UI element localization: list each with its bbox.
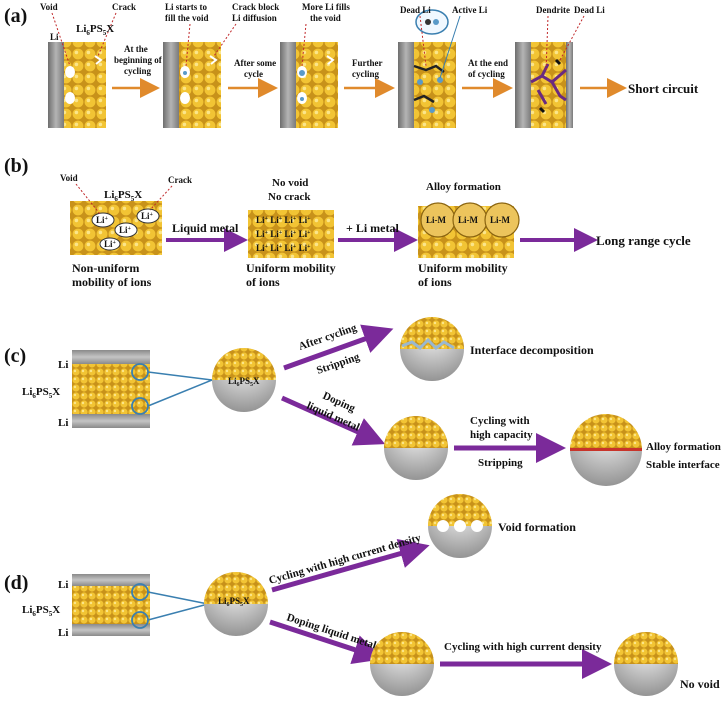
a-crack-label: Crack [112,2,136,12]
panel-a-cell-2 [163,42,221,128]
a-dendrite-label: Dendrite [536,5,570,15]
b2-li-ions-row-2: Li+ Li+ Li+ Li+ [256,229,311,239]
panel-c-sphere [212,348,276,412]
panel-b-label: (b) [4,155,28,177]
b-nonuniform-line1: Non-uniform [72,261,139,275]
b-long-range-label: Long range cycle [596,233,691,248]
panel-d-sphere [204,572,268,636]
a-step2-line1: After some [234,58,276,68]
b1-li-ion-4: Li+ [104,239,117,249]
panel-a-cell-5 [515,42,573,128]
d-cycling-high-label: Cycling with high current density [268,532,423,587]
c-alloy-label: Alloy formation [646,441,721,453]
a-crack-block-line1: Crack block [232,2,279,12]
b2-li-ions-row-1: Li+ Li+ Li+ Li+ [256,215,311,225]
a-step2-line2: cycle [244,69,263,79]
c-cycling-high-line2: high capacity [470,429,533,441]
b1-li-ion-1: Li+ [96,215,109,225]
d-cycling-high2-label: Cycling with high current density [444,641,602,653]
b-electrolyte-label: Li6PS5X [104,189,142,203]
a-step3-top-line1: More Li fills [302,2,350,12]
b-void-label: Void [60,173,78,183]
a-step1-line1: At the [124,44,148,54]
b-liquid-metal-label: Liquid metal [172,221,239,235]
a-step3-line1: Further [352,58,383,68]
b-li-m-3: Li-M [490,215,511,225]
a-step2-top-line2: fill the void [165,13,209,23]
panel-a-label: (a) [4,5,27,27]
d-no-void-label: No void [680,677,720,691]
c-stable-label: Stable interface [646,459,720,471]
d-electrolyte-label: Li6PS5X [22,604,60,618]
panel-c-label: (c) [4,345,26,367]
c-after-cycling-label: After cycling [297,322,359,353]
a-step1-line3: cycling [124,66,151,76]
d-li-bottom-label: Li [58,627,68,639]
b1-li-ion-2: Li+ [119,225,132,235]
c-li-bottom-label: Li [58,417,68,429]
b-uniform2-line2: of ions [418,275,452,289]
b-crack-label: Crack [168,175,192,185]
panel-d-label: (d) [4,572,28,594]
a-li-label: Li [50,32,59,42]
magnifier-icon [415,9,449,35]
panel-c-cell [72,350,213,428]
panel-d-cell [72,574,209,636]
panel-d-sphere-void [428,494,492,558]
c-electrolyte-label: Li6PS5X [22,386,60,400]
b-plus-li-label: + Li metal [346,221,399,235]
c-cycling-high-line1: Cycling with [470,415,530,427]
a-step1-line2: beginning of [114,55,163,65]
d-li-top-label: Li [58,579,68,591]
panel-c-sphere-decomposed [400,317,464,381]
b-uniform2-line1: Uniform mobility [418,261,508,275]
b-uniform1-line2: of ions [246,275,280,289]
a-step2-top-line1: Li starts to [165,2,207,12]
panel-b-block-2 [248,210,334,258]
b-alloy-formation-label: Alloy formation [426,181,501,193]
a-step4-line1: At the end [468,58,508,68]
d-arrow-up [271,539,430,593]
a-short-circuit-label: Short circuit [628,81,699,96]
a-step4-line2: of cycling [468,69,505,79]
a-step3-line2: cycling [352,69,379,79]
c-interface-decomp-label: Interface decomposition [470,343,594,357]
b-li-m-1: Li-M [426,215,447,225]
d-void-formation-label: Void formation [498,520,576,534]
b-li-m-2: Li-M [458,215,479,225]
panel-a-cell-3 [280,42,338,128]
panel-b-block-3 [418,202,520,258]
b-nonuniform-line2: mobility of ions [72,275,152,289]
a-crack-block-line2: Li diffusion [232,13,277,23]
panel-a-cell-1 [48,42,106,128]
a-step3-top-line2: the void [310,13,341,23]
a-electrolyte-label: Li6PS5X [76,23,114,37]
panel-c-sphere-doped [384,416,448,480]
panel-d-sphere-no-void [614,632,678,696]
a-dead-li2-label: Dead Li [574,5,605,15]
panel-b-block-1 [70,201,162,255]
b-uniform1-line1: Uniform mobility [246,261,336,275]
b-no-void-label: No void [272,177,308,189]
c-stripping2-label: Stripping [478,457,523,469]
panel-a-cell-4 [398,42,456,128]
a-active-li-label: Active Li [452,5,488,15]
c-arrow-up [283,324,394,371]
c-arrow-down [280,395,386,446]
a-dead-li-label: Dead Li [400,5,431,15]
b-no-crack-label: No crack [268,191,311,203]
c-li-top-label: Li [58,359,68,371]
b2-li-ions-row-3: Li+ Li+ Li+ Li+ [256,243,311,253]
b1-li-ion-3: Li+ [141,211,154,221]
a-void-label: Void [40,2,58,12]
panel-d-sphere-doped [370,632,434,696]
panel-c-sphere-alloy [570,414,642,486]
d-arrow-down [269,619,384,665]
